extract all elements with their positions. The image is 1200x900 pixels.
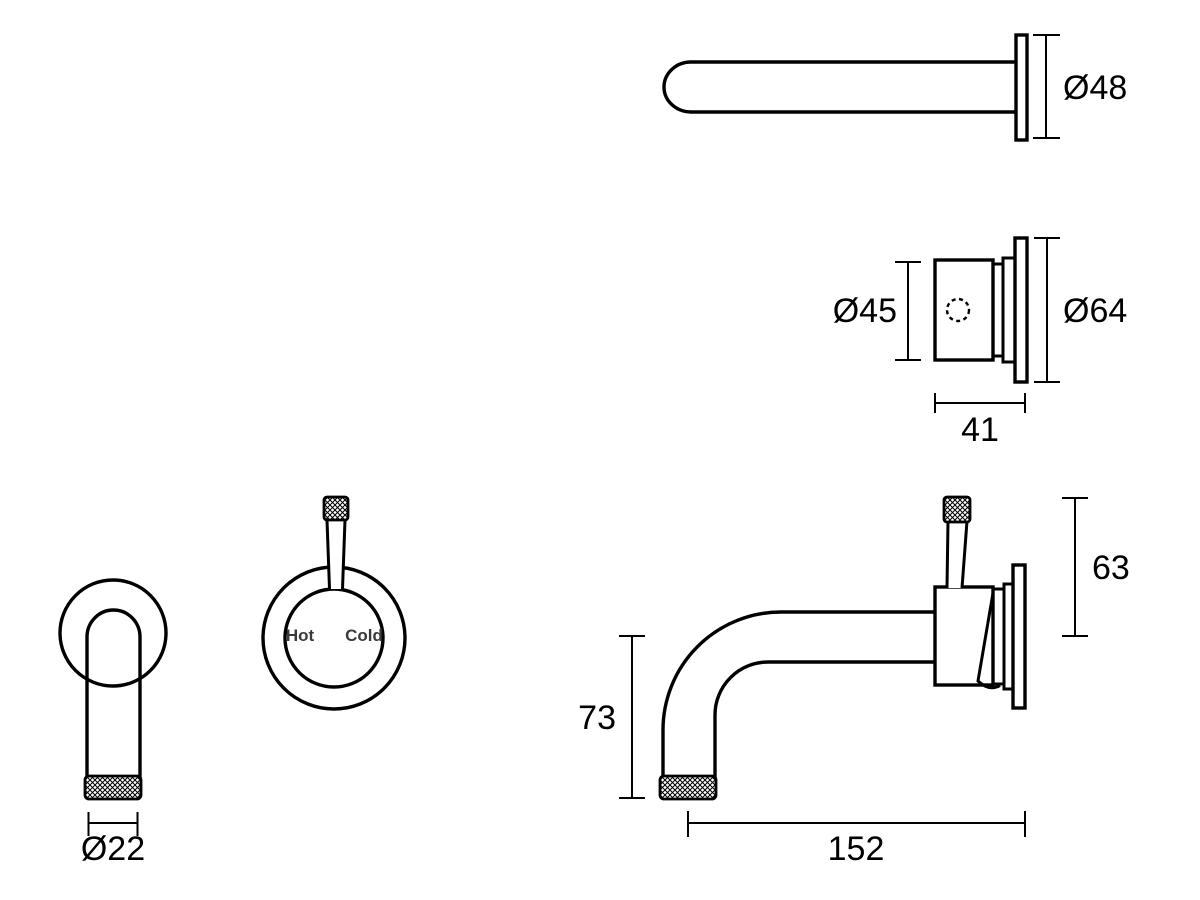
knurled-lever-tip (942, 495, 972, 524)
spout-front-view: Ø22 (58, 578, 168, 868)
dimension-line (895, 261, 921, 361)
dimension-line (1034, 237, 1060, 383)
dimension-label: 73 (578, 699, 616, 737)
cold-label: Cold (345, 626, 383, 645)
lever-stem-edges (325, 519, 347, 590)
handle-front-view: Hot Cold (261, 495, 407, 711)
lever-stem-mask (327, 520, 345, 589)
spout-tube-outline (662, 60, 1019, 114)
dimension-valve-flange-diameter: Ø64 (1034, 237, 1127, 383)
dimension-line (1062, 497, 1088, 637)
dimension-label: 152 (828, 830, 885, 868)
wall-flange (1014, 33, 1029, 142)
dimension-line (687, 811, 1026, 837)
valve-collar-step (1001, 256, 1017, 364)
dimension-line (619, 635, 645, 799)
valve-body (933, 258, 995, 362)
lever-cone-silhouette (976, 592, 1001, 690)
dimension-spout-flange-diameter: Ø48 (1033, 34, 1127, 139)
dimension-label: Ø45 (833, 292, 897, 330)
knurled-lever-tip (322, 495, 350, 522)
dimension-line (87, 812, 139, 836)
spout-outer-edge (661, 610, 937, 779)
spout-drop-tube (85, 608, 142, 779)
dimension-line (934, 393, 1026, 413)
dimension-spout-drop: 73 (578, 635, 645, 799)
dimension-label: 63 (1092, 549, 1130, 587)
wall-flange-circle (58, 578, 168, 688)
dimension-label: Ø64 (1063, 292, 1127, 330)
dimension-outlet-diameter: Ø22 (81, 812, 145, 868)
spout-side-view: Ø48 (662, 33, 1127, 142)
dimension-label: Ø48 (1063, 69, 1127, 107)
dimension-valve-depth: 41 (934, 393, 1026, 449)
dimension-line (1033, 34, 1060, 139)
wall-flange (1013, 236, 1029, 384)
knurled-outlet-tip (658, 774, 718, 801)
assembly-side-view: 63 73 152 (578, 495, 1130, 868)
wall-flange (1011, 563, 1027, 710)
grub-screw-hidden-circle (945, 297, 971, 323)
knurled-outlet-tip (83, 774, 143, 801)
hot-label: Hot (286, 626, 315, 645)
dimension-label: 41 (961, 411, 999, 449)
dimension-label: Ø22 (81, 830, 145, 868)
lever-stem-edges (945, 520, 969, 589)
spout-inner-edge (713, 660, 937, 779)
dimension-spout-projection: 152 (687, 811, 1026, 868)
dimension-handle-height: 63 (1062, 497, 1130, 637)
valve-side-view: Ø45 Ø64 41 (833, 236, 1127, 449)
dimension-valve-body-diameter: Ø45 (833, 261, 921, 361)
